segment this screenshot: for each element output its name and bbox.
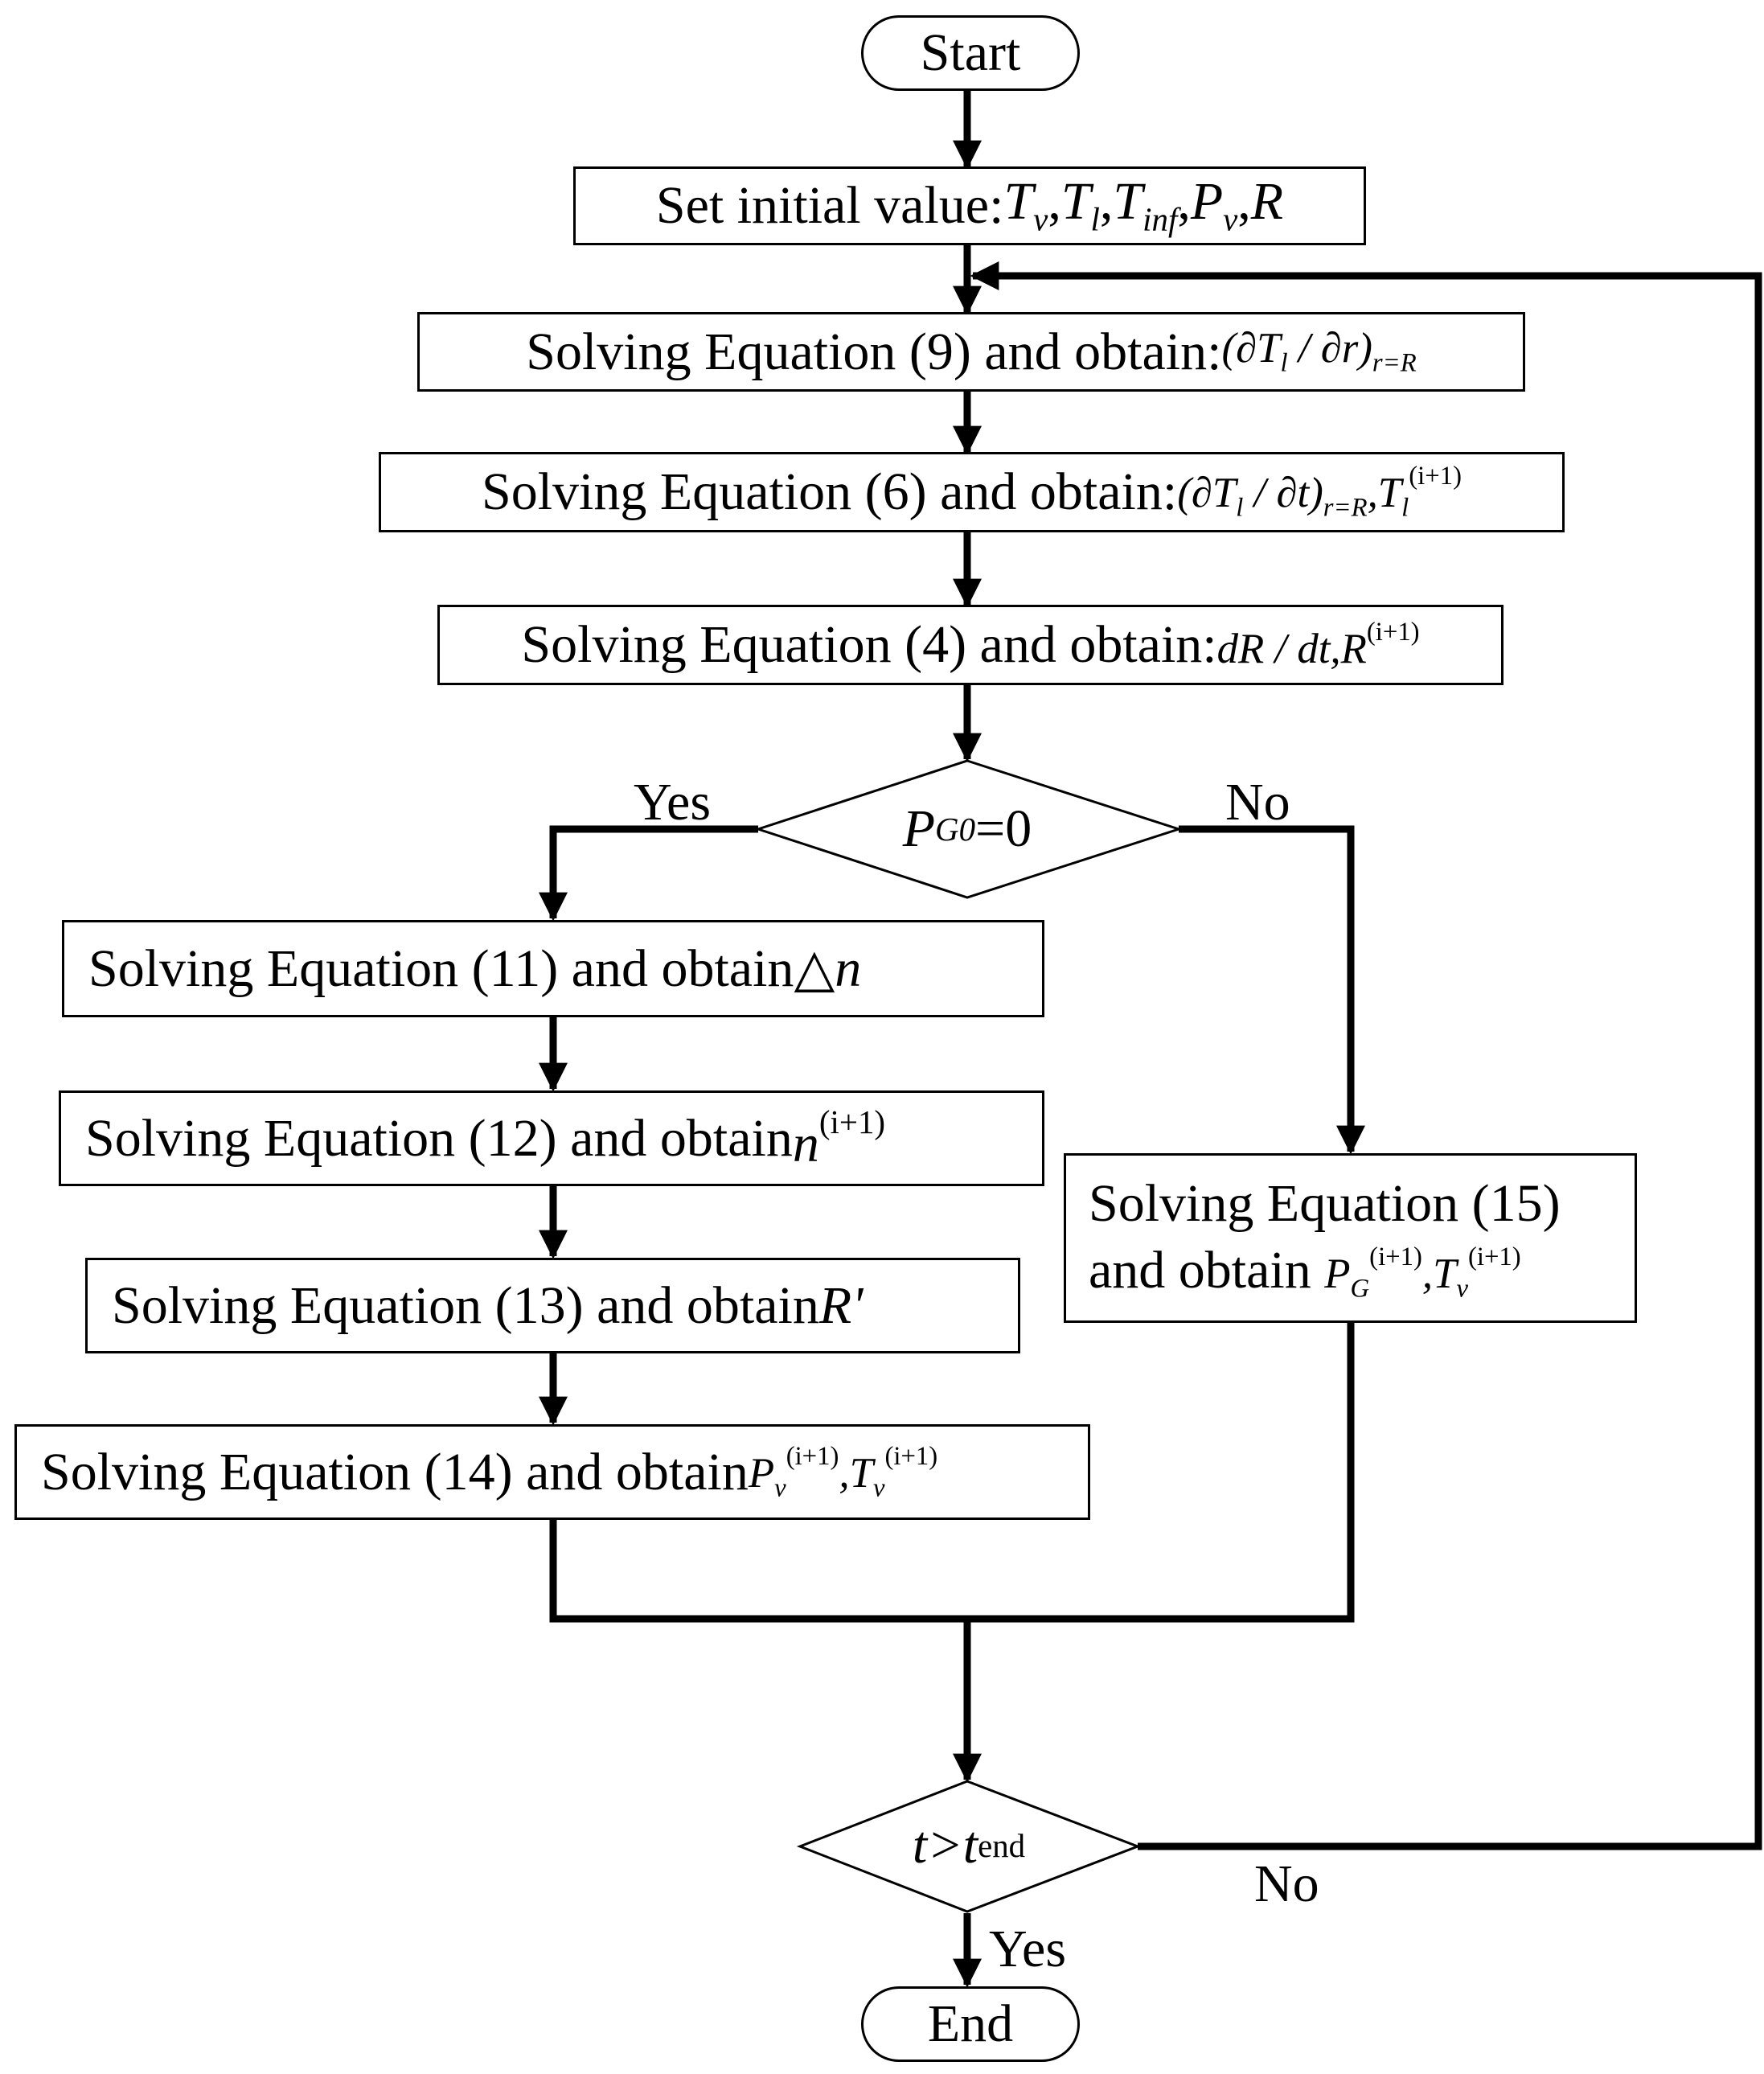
eq13-box: Solving Equation (13) and obtain R' [85, 1258, 1020, 1353]
eq15-line2: and obtain PG(i+1),Tv(i+1) [1089, 1240, 1521, 1304]
eq6-box: Solving Equation (6) and obtain: (∂Tl / … [379, 452, 1565, 532]
line-eq15-merge [967, 1323, 1355, 1623]
eq9-expression: (∂Tl / ∂r)r=R [1221, 324, 1417, 378]
eq9-label: Solving Equation (9) and obtain: [526, 322, 1222, 381]
eq4-expression: dR / dt,R(i+1) [1216, 618, 1420, 672]
arrow-decision2-no-loop [970, 261, 1762, 1850]
decision1-diamond [754, 759, 1183, 899]
end-label: End [927, 1994, 1014, 2053]
decision1-no-label: No [1225, 773, 1290, 832]
eq15-box: Solving Equation (15) and obtain PG(i+1)… [1064, 1153, 1637, 1323]
eq14-expression: Pv(i+1),Tv(i+1) [748, 1441, 938, 1502]
start-terminal: Start [861, 15, 1080, 91]
decision2-no-label: No [1254, 1854, 1319, 1913]
start-label: Start [920, 23, 1021, 82]
decision1-yes-label: Yes [634, 773, 712, 832]
init-box: Set initial value: Tv,Tl,Tinf,Pv,R [573, 166, 1366, 245]
decision2-yes-label: Yes [989, 1920, 1067, 1978]
arrow-decision1-no [1179, 825, 1365, 1155]
eq12-box: Solving Equation (12) and obtain n(i+1) [59, 1090, 1044, 1186]
eq6-expression: (∂Tl / ∂t)r=R,Tl(i+1) [1177, 462, 1462, 523]
eq11-variable: △n [794, 938, 862, 998]
init-vars: Tv,Tl,Tinf,Pv,R [1003, 171, 1284, 238]
init-label: Set initial value: [655, 176, 1004, 235]
eq14-label: Solving Equation (14) and obtain [41, 1442, 749, 1501]
eq12-label: Solving Equation (12) and obtain [85, 1108, 793, 1168]
eq4-label: Solving Equation (4) and obtain: [521, 615, 1217, 674]
eq11-box: Solving Equation (11) and obtain △n [62, 920, 1044, 1017]
line-eq14-merge [549, 1520, 967, 1623]
decision2-diamond [796, 1780, 1142, 1913]
eq6-label: Solving Equation (6) and obtain: [482, 462, 1178, 521]
eq4-box: Solving Equation (4) and obtain: dR / dt… [437, 605, 1504, 685]
end-terminal: End [861, 1986, 1080, 2062]
eq11-label: Solving Equation (11) and obtain [88, 938, 794, 998]
eq9-box: Solving Equation (9) and obtain: (∂Tl / … [417, 312, 1525, 392]
eq15-line1: Solving Equation (15) [1089, 1174, 1561, 1234]
arrow-decision1-yes [539, 825, 758, 922]
eq12-variable: n(i+1) [792, 1103, 886, 1173]
eq13-variable: R' [818, 1275, 864, 1335]
eq13-label: Solving Equation (13) and obtain [112, 1275, 819, 1335]
eq14-box: Solving Equation (14) and obtain Pv(i+1)… [14, 1424, 1090, 1520]
